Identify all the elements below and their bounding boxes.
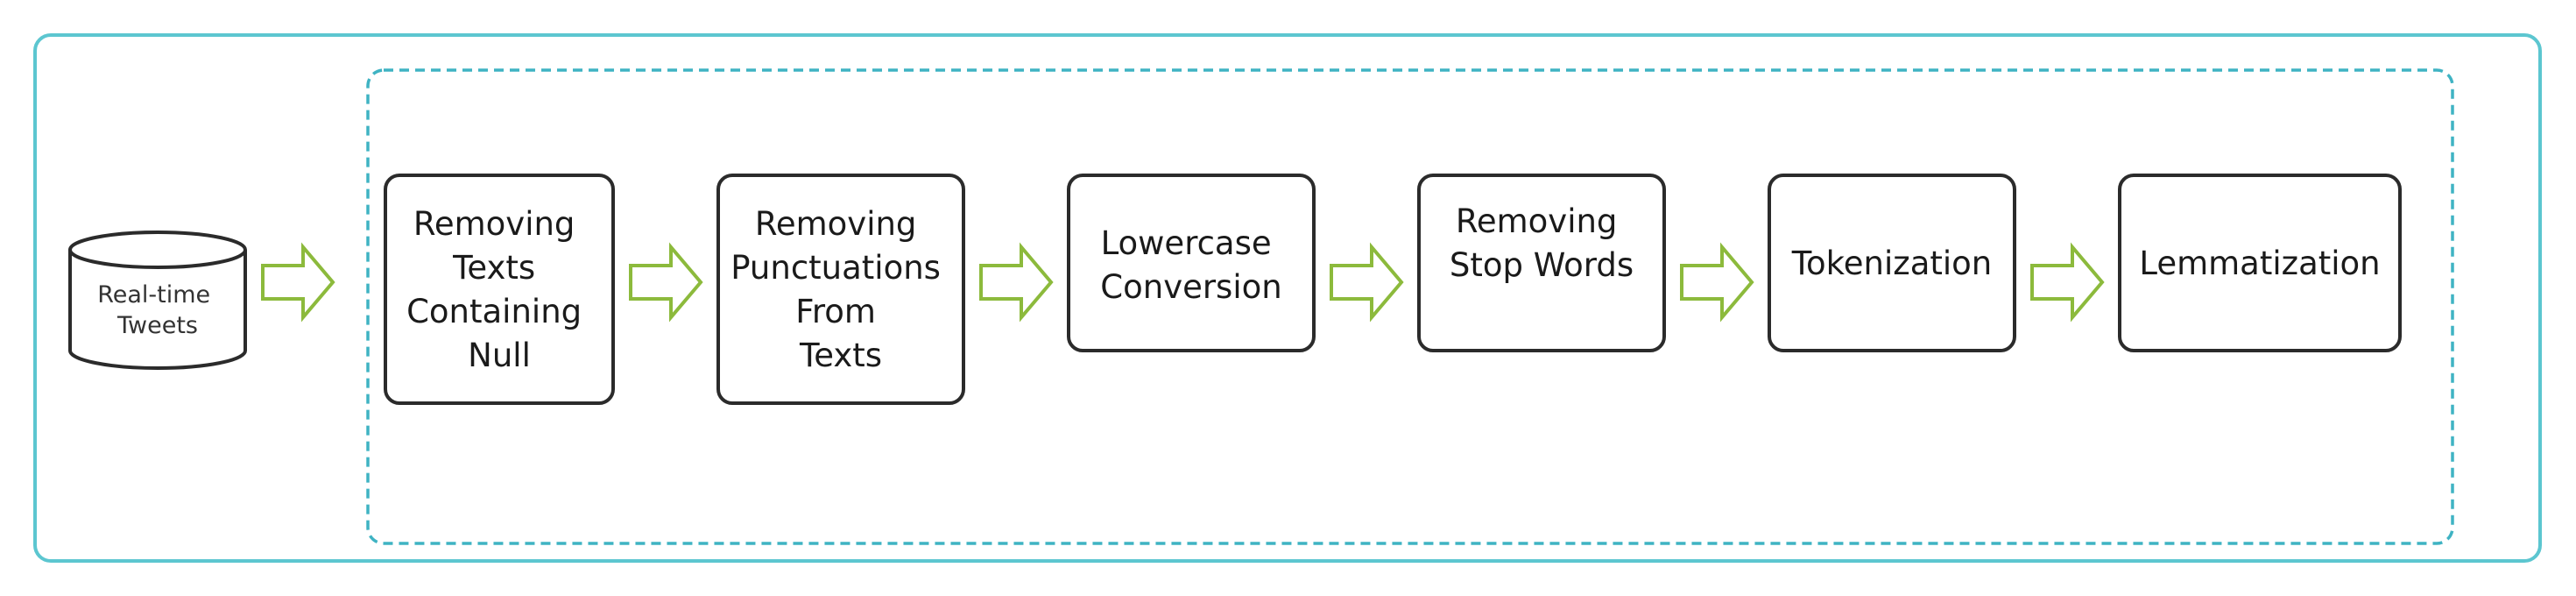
step-box (1067, 174, 1316, 352)
step-box (384, 174, 615, 405)
step-label-line: Texts (452, 249, 535, 287)
step-label-line: Stop Words (1450, 246, 1634, 284)
step-lemmatization: Lemmatization (2118, 174, 2402, 352)
source-label: Real-time Tweets (97, 281, 218, 339)
flow-arrow (261, 242, 335, 323)
step-box (716, 174, 965, 405)
preprocessing-frame (366, 68, 2454, 545)
step-lowercase: Lowercase Conversion (1067, 174, 1316, 352)
step-label-line: Removing (1456, 202, 1618, 240)
step-label-line: Null (468, 337, 531, 374)
flow-arrow (1330, 242, 1404, 323)
step-label: Removing Stop Words (1450, 202, 1634, 284)
flow-arrow (1680, 242, 1754, 323)
source-label-line: Real-time (97, 281, 210, 309)
step-label: Tokenization (1791, 245, 1993, 282)
source-label-line: Tweets (116, 312, 198, 339)
step-label-line: Lowercase (1101, 224, 1272, 262)
step-label: Removing Texts Containing Null (406, 205, 592, 374)
step-box (2118, 174, 2402, 352)
step-tokenization: Tokenization (1768, 174, 2016, 352)
flow-arrow (979, 242, 1054, 323)
step-label-line: Punctuations (730, 249, 941, 287)
step-label: Lemmatization (2139, 245, 2380, 282)
step-label-line: Conversion (1100, 268, 1281, 306)
step-label-line: Removing (413, 205, 575, 243)
step-box (1417, 174, 1666, 352)
step-label: Lowercase Conversion (1100, 224, 1281, 306)
step-box (1768, 174, 2016, 352)
database-cylinder-icon (68, 231, 247, 370)
step-stop-words: Removing Stop Words (1417, 174, 1666, 352)
step-label-line: Tokenization (1791, 245, 1993, 282)
step-label-line: Containing (406, 293, 582, 330)
step-remove-punctuation: Removing Punctuations From Texts (716, 174, 965, 405)
step-label-line: Removing (755, 205, 917, 243)
step-label-line: Lemmatization (2139, 245, 2380, 282)
source-database: Real-time Tweets (68, 231, 247, 370)
flow-arrow (629, 242, 703, 323)
step-remove-null: Removing Texts Containing Null (384, 174, 615, 405)
step-label: Removing Punctuations From Texts (730, 205, 950, 374)
step-label-line: From (795, 293, 876, 330)
step-label-line: Texts (799, 337, 882, 374)
outer-frame (33, 33, 2542, 563)
flow-arrow (2030, 242, 2105, 323)
